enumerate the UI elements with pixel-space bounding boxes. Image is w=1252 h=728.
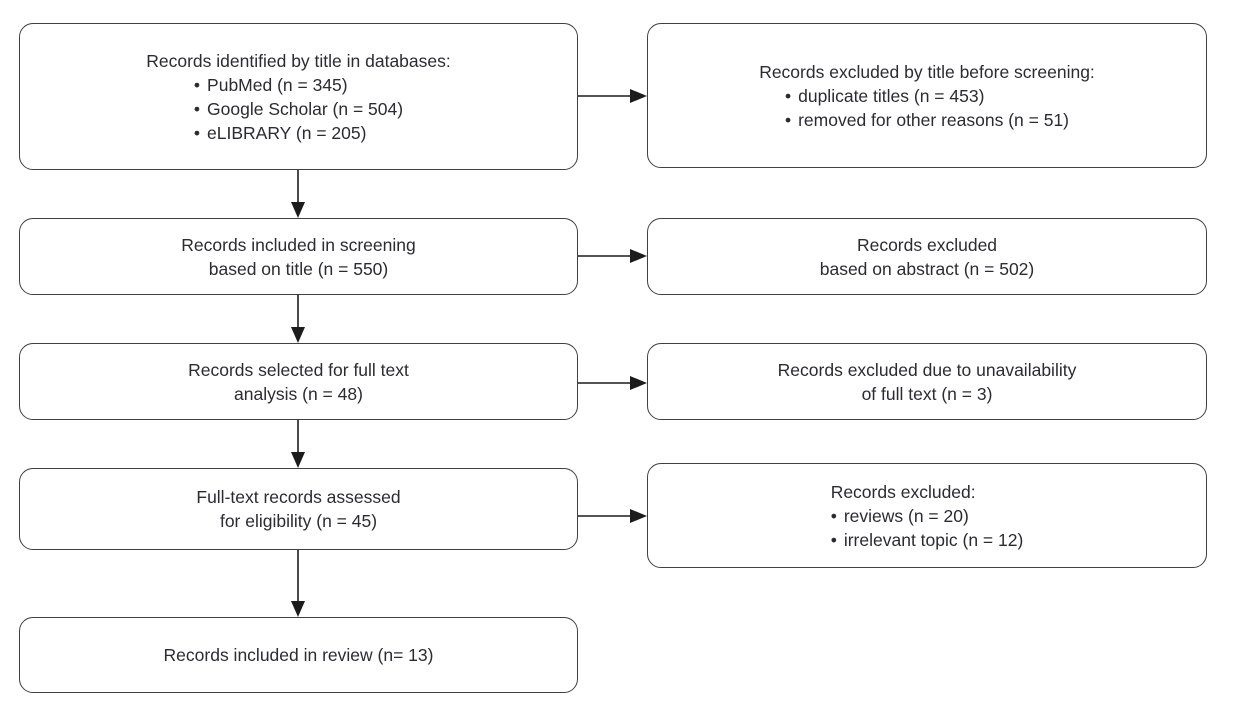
bullet-text: reviews (n = 20) [843,505,969,526]
box-title: Records excluded: [830,481,976,502]
box-records-identified: Records identified by title in databases… [19,23,578,170]
box-line: Records selected for full text [188,359,409,380]
box-excluded-by-abstract: Records excluded based on abstract (n = … [647,218,1207,295]
excluded-fulltext-block: Records excluded: • reviews (n = 20) • irr… [831,480,1024,552]
arrow-assessed-to-included [291,550,305,617]
arrow-identified-to-screening [291,170,305,218]
arrow-identified-to-excluded-title [578,89,647,103]
bullet-marker: • [193,74,201,95]
box-excluded-fulltext: Records excluded: • reviews (n = 20) • irr… [647,463,1207,568]
bullet-text: eLIBRARY (n = 205) [207,122,367,143]
box-records-included: Records included in review (n= 13) [19,617,578,693]
box-line: Records included in screening [181,234,416,255]
box-line: for eligibility (n = 45) [219,511,378,531]
box-excluded-by-title: Records excluded by title before screeni… [647,23,1207,168]
bullet-item: • PubMed (n = 345) [194,73,403,97]
bullet-list: • PubMed (n = 345) • Google Scholar (n = 5… [194,73,403,145]
box-line: of full text (n = 3) [861,383,993,404]
bullet-text: removed for other reasons (n = 51) [798,109,1070,130]
box-line: Records excluded due to unavailability [777,359,1077,380]
bullet-text: duplicate titles (n = 453) [798,85,985,106]
bullet-marker: • [193,98,201,119]
bullet-item: • reviews (n = 20) [831,504,1024,528]
box-title: Records identified by title in databases… [146,50,451,71]
bullet-item: • duplicate titles (n = 453) [785,84,1069,108]
bullet-item: • Google Scholar (n = 504) [194,97,403,121]
bullet-marker: • [784,109,792,130]
box-line: Full-text records assessed [196,487,401,507]
box-line: based on abstract (n = 502) [819,258,1035,279]
box-records-fulltext-selected: Records selected for full text analysis … [19,343,578,420]
bullet-item: • eLIBRARY (n = 205) [194,121,403,145]
bullet-text: Google Scholar (n = 504) [207,98,404,119]
bullet-text: irrelevant topic (n = 12) [843,529,1024,550]
box-title: Records excluded by title before screeni… [759,61,1095,82]
bullet-list: • duplicate titles (n = 453) • removed for… [785,84,1069,132]
bullet-marker: • [193,122,201,143]
arrow-fulltext-selected-to-excluded-unavailable [578,376,647,390]
arrow-screening-to-fulltext-selected [291,295,305,343]
bullet-item: • irrelevant topic (n = 12) [831,528,1024,552]
box-excluded-unavailable: Records excluded due to unavailability o… [647,343,1207,420]
arrow-screening-to-excluded-abstract [578,249,647,263]
box-records-assessed: Full-text records assessed for eligibili… [19,468,578,550]
bullet-marker: • [784,85,792,106]
bullet-text: PubMed (n = 345) [207,74,348,95]
box-line: analysis (n = 48) [234,383,363,404]
box-line: Records excluded [856,234,998,255]
box-line: based on title (n = 550) [208,258,389,279]
arrow-assessed-to-excluded-fulltext [578,509,647,523]
bullet-marker: • [830,505,837,526]
bullet-marker: • [830,529,837,550]
bullet-item: • removed for other reasons (n = 51) [785,108,1069,132]
arrow-fulltext-selected-to-assessed [291,420,305,468]
box-records-screening: Records included in screening based on t… [19,218,578,295]
box-line: Records included in review (n= 13) [163,645,434,665]
